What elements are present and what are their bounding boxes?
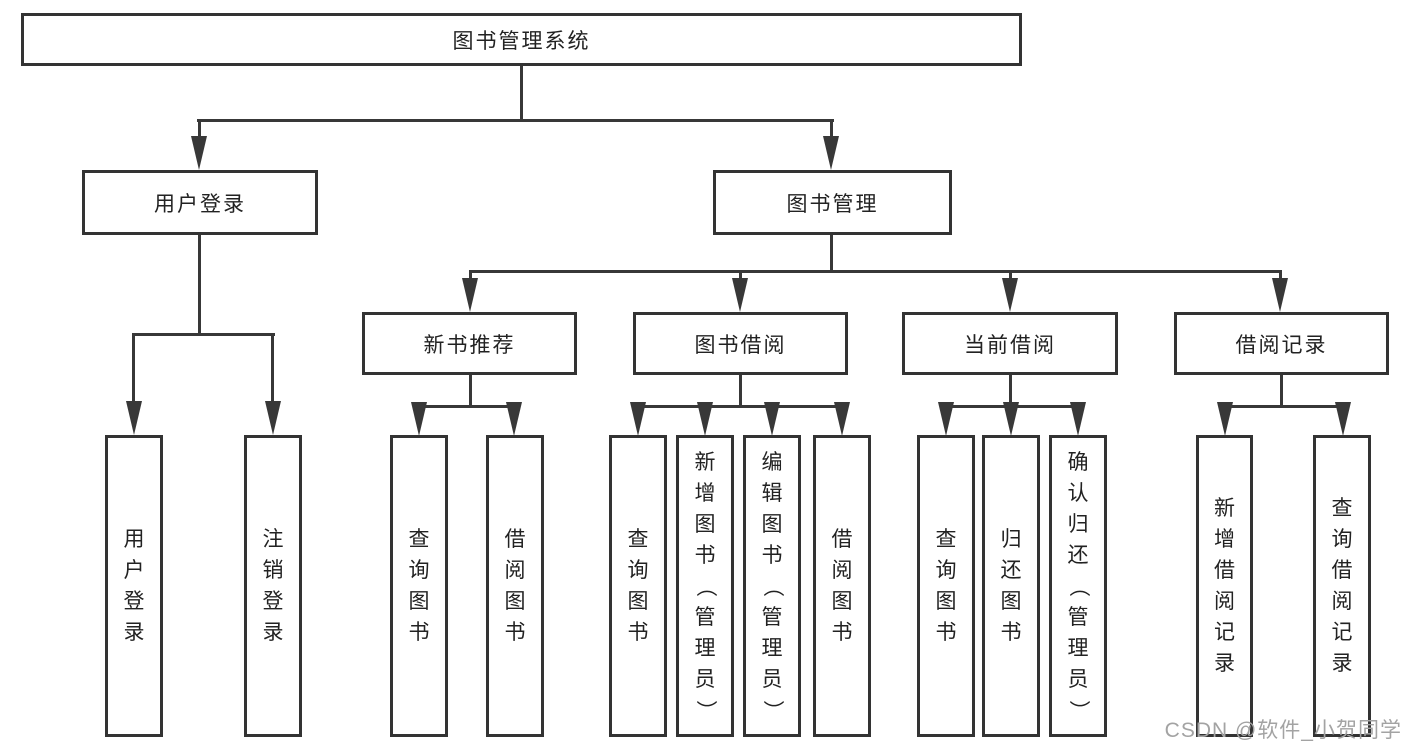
leaf-user-login: 用户登录 <box>105 435 163 737</box>
leaf-add-books-admin: 新增图书（管理员） <box>676 435 734 737</box>
arrow-down-icon <box>126 401 142 435</box>
arrow-down-icon <box>697 402 713 436</box>
connector-line <box>1280 375 1283 407</box>
leaf-borrow-books: 借阅图书 <box>813 435 871 737</box>
arrow-down-icon <box>1070 402 1086 436</box>
node-book-borrow: 图书借阅 <box>633 312 848 375</box>
leaf-add-borrow-record-label: 新增借阅记录 <box>1214 497 1235 675</box>
arrow-down-icon <box>764 402 780 436</box>
node-book-management: 图书管理 <box>713 170 952 235</box>
connector-line <box>830 119 833 139</box>
connector-line <box>469 270 472 280</box>
leaf-recommend-borrow-books: 借阅图书 <box>486 435 544 737</box>
csdn-watermark: CSDN @软件_小贺同学 <box>1164 719 1402 742</box>
connector-line <box>1224 405 1344 408</box>
leaf-query-borrow-record-label: 查询借阅记录 <box>1331 497 1353 675</box>
node-book-borrow-label: 图书借阅 <box>694 333 787 357</box>
leaf-confirm-return-admin: 确认归还（管理员） <box>1049 435 1107 737</box>
connector-line <box>271 333 274 403</box>
arrow-down-icon <box>411 402 427 436</box>
arrow-down-icon <box>265 401 281 435</box>
connector-line <box>1009 270 1012 280</box>
leaf-confirm-return-admin-label: 确认归还（管理员） <box>1066 450 1090 721</box>
leaf-recommend-query-books: 查询图书 <box>390 435 448 737</box>
leaf-borrow-books-label: 借阅图书 <box>831 528 853 644</box>
connector-line <box>637 405 843 408</box>
connector-line <box>197 119 834 122</box>
connector-line <box>418 405 516 408</box>
arrow-down-icon <box>823 136 839 170</box>
node-user-login: 用户登录 <box>82 170 318 235</box>
connector-line <box>830 235 833 272</box>
node-root: 图书管理系统 <box>21 13 1022 66</box>
node-current-borrow: 当前借阅 <box>902 312 1118 375</box>
leaf-logout-label: 注销登录 <box>262 528 284 644</box>
arrow-down-icon <box>191 136 207 170</box>
leaf-borrow-query-books-label: 查询图书 <box>627 528 649 644</box>
leaf-edit-books-admin: 编辑图书（管理员） <box>743 435 801 737</box>
leaf-return-books: 归还图书 <box>982 435 1040 737</box>
arrow-down-icon <box>506 402 522 436</box>
connector-line <box>198 119 201 139</box>
leaf-recommend-borrow-books-label: 借阅图书 <box>504 528 526 644</box>
node-borrow-records-label: 借阅记录 <box>1235 333 1328 357</box>
leaf-current-query-books-label: 查询图书 <box>935 528 957 644</box>
arrow-down-icon <box>938 402 954 436</box>
node-borrow-records: 借阅记录 <box>1174 312 1389 375</box>
arrow-down-icon <box>1272 278 1288 312</box>
arrow-down-icon <box>1002 278 1018 312</box>
leaf-user-login-label: 用户登录 <box>123 528 145 644</box>
leaf-logout: 注销登录 <box>244 435 302 737</box>
connector-line <box>1279 270 1282 280</box>
leaf-recommend-query-books-label: 查询图书 <box>408 528 430 644</box>
arrow-down-icon <box>1003 402 1019 436</box>
arrow-down-icon <box>732 278 748 312</box>
arrow-down-icon <box>1217 402 1233 436</box>
arrow-down-icon <box>462 278 478 312</box>
arrow-down-icon <box>630 402 646 436</box>
connector-line <box>739 270 742 280</box>
leaf-query-borrow-record: 查询借阅记录 <box>1313 435 1371 737</box>
connector-line <box>520 66 523 120</box>
leaf-edit-books-admin-label: 编辑图书（管理员） <box>760 450 784 721</box>
node-book-management-label: 图书管理 <box>786 192 879 216</box>
connector-line <box>132 333 135 403</box>
leaf-add-borrow-record: 新增借阅记录 <box>1196 435 1253 737</box>
connector-line <box>469 270 1282 273</box>
node-current-borrow-label: 当前借阅 <box>964 333 1056 357</box>
node-root-label: 图书管理系统 <box>452 29 591 53</box>
leaf-borrow-query-books: 查询图书 <box>609 435 667 737</box>
node-user-login-label: 用户登录 <box>154 192 246 216</box>
connector-line <box>739 375 742 407</box>
arrow-down-icon <box>1335 402 1351 436</box>
connector-line <box>1009 375 1012 407</box>
leaf-return-books-label: 归还图书 <box>1000 528 1022 644</box>
arrow-down-icon <box>834 402 850 436</box>
connector-line <box>198 235 201 335</box>
leaf-current-query-books: 查询图书 <box>917 435 975 737</box>
leaf-add-books-admin-label: 新增图书（管理员） <box>693 450 717 721</box>
connector-line <box>133 333 275 336</box>
connector-line <box>469 375 472 407</box>
node-new-book-recommend-label: 新书推荐 <box>423 333 516 357</box>
node-new-book-recommend: 新书推荐 <box>362 312 577 375</box>
